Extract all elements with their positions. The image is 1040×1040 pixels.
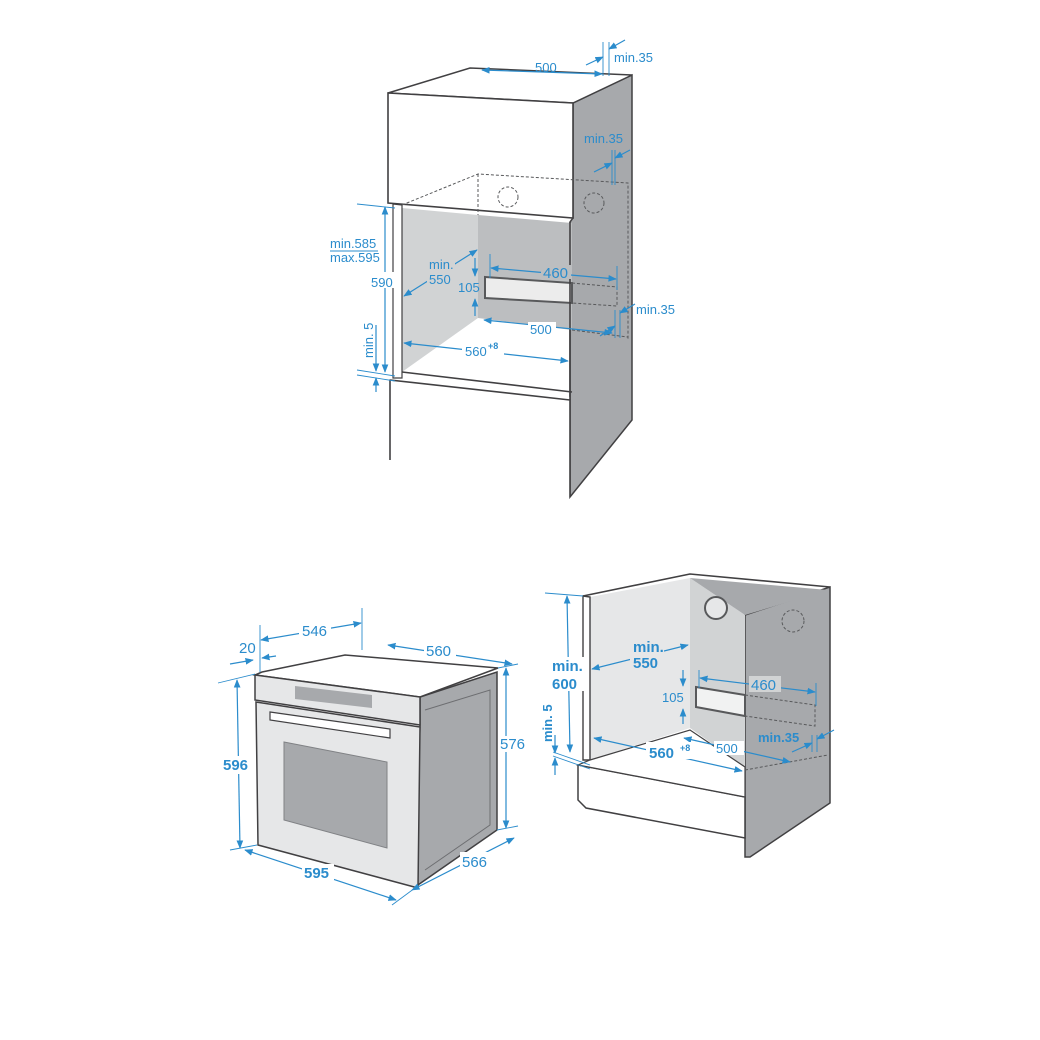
oven-display bbox=[295, 686, 372, 708]
top-gap-label: min.35 bbox=[614, 50, 653, 65]
column-installation-diagram: 500 min.35 min.35 min.585 max.595 590 mi… bbox=[330, 39, 675, 500]
depth-min-label: min. bbox=[633, 639, 664, 656]
label-bg bbox=[427, 256, 455, 286]
niche-width-label: 560 bbox=[465, 344, 487, 359]
vent-hole-icon bbox=[497, 186, 519, 208]
vent-hole-icon bbox=[704, 596, 728, 620]
top-depth-label: 500 bbox=[535, 60, 557, 75]
rear-gap-label: min.35 bbox=[758, 730, 799, 745]
width-label: 595 bbox=[304, 865, 329, 882]
dim-line-side-gap bbox=[599, 325, 616, 337]
depth-min-value: 550 bbox=[633, 655, 658, 672]
niche-height-max-label: max.595 bbox=[330, 250, 380, 265]
height-min-label: min. bbox=[552, 658, 583, 675]
height-min-value: 600 bbox=[552, 676, 577, 693]
vent-width-label: 460 bbox=[543, 265, 568, 282]
dim-line-top-depth bbox=[481, 66, 603, 78]
oven-dimensions-diagram: 546 20 560 596 576 595 566 bbox=[217, 608, 528, 906]
niche-width-label: 560 bbox=[649, 745, 674, 762]
ext-line bbox=[496, 825, 519, 831]
cabinet-right-side bbox=[744, 585, 831, 858]
total-depth-label: 566 bbox=[462, 854, 487, 871]
oven-window bbox=[283, 741, 388, 849]
floor-depth-label: 500 bbox=[530, 322, 552, 337]
dim-line-rear-gap bbox=[593, 162, 613, 173]
dim-line-rear-gap bbox=[791, 742, 813, 753]
label-bg bbox=[646, 742, 694, 759]
label-bg bbox=[550, 657, 584, 691]
undercounter-installation-diagram: min. 600 min. 5 min. 550 460 105 500 min… bbox=[540, 573, 835, 858]
niche-height-min-label: min.585 bbox=[330, 236, 376, 251]
vent-hole-icon bbox=[781, 609, 805, 633]
bottom-gap-label: min. 5 bbox=[540, 704, 555, 742]
facia-depth-label: 20 bbox=[239, 640, 256, 657]
label-bg bbox=[528, 322, 556, 336]
niche-width-tolerance: +8 bbox=[488, 341, 498, 351]
ext-line bbox=[552, 751, 591, 766]
label-bg bbox=[541, 265, 571, 279]
cabinet-back-wall bbox=[690, 578, 745, 767]
vent-slot-hidden bbox=[571, 282, 618, 307]
ext-line bbox=[544, 592, 584, 597]
label-bg bbox=[370, 272, 394, 288]
label-bg bbox=[749, 676, 781, 692]
label-bg bbox=[462, 341, 504, 358]
niche-left-panel bbox=[392, 203, 403, 379]
label-bg bbox=[498, 736, 528, 752]
label-bg bbox=[424, 644, 456, 660]
dim-line-facia bbox=[229, 657, 254, 665]
lower-cabinet-outline bbox=[389, 379, 571, 497]
cabinet-back-wall-right bbox=[690, 578, 828, 615]
vent-slot-hidden bbox=[744, 694, 816, 727]
ext-line bbox=[356, 203, 396, 209]
niche-height-label: 590 bbox=[371, 275, 393, 290]
oven-box-hidden-floor bbox=[571, 329, 629, 338]
label-bg bbox=[299, 622, 331, 638]
oven-handle bbox=[269, 711, 391, 739]
vent-height-label: 105 bbox=[662, 690, 684, 705]
ext-line bbox=[391, 887, 416, 906]
label-bg bbox=[460, 852, 492, 868]
body-width-label: 560 bbox=[426, 643, 451, 660]
vent-hole-icon bbox=[583, 192, 605, 214]
ext-line bbox=[356, 369, 396, 377]
height-label: 596 bbox=[223, 757, 248, 774]
niche-width-tolerance: +8 bbox=[680, 743, 690, 753]
bottom-gap-label: min. 5 bbox=[361, 323, 376, 358]
oven-box-hidden-top bbox=[401, 173, 629, 340]
niche-floor-edge bbox=[401, 371, 573, 393]
label-bg bbox=[222, 756, 252, 774]
depth-min-label: min. bbox=[429, 257, 454, 272]
cabinet-top-edge bbox=[582, 573, 831, 597]
depth-min-value: 550 bbox=[429, 272, 451, 287]
ext-line bbox=[217, 673, 256, 684]
ext-line bbox=[229, 844, 258, 851]
vent-width-label-text: 460 bbox=[751, 677, 776, 694]
lower-cabinet-front bbox=[390, 380, 570, 497]
ext-line bbox=[552, 755, 591, 770]
dim-line-rear-gap bbox=[816, 729, 835, 740]
cabinet-left-panel bbox=[582, 595, 591, 761]
dim-line-top-gap bbox=[585, 56, 604, 66]
dim-line-top-gap bbox=[608, 39, 626, 50]
body-depth-label: 546 bbox=[302, 623, 327, 640]
side-gap-label: min.35 bbox=[636, 302, 675, 317]
floor-depth-label: 500 bbox=[716, 741, 738, 756]
label-bg bbox=[630, 638, 664, 670]
upper-cabinet-front bbox=[387, 92, 574, 219]
label-bg bbox=[302, 864, 334, 880]
vent-height-label: 105 bbox=[458, 280, 480, 295]
dim-line-rear-gap bbox=[614, 149, 631, 159]
dim-line-side-gap bbox=[619, 303, 636, 314]
ext-line bbox=[497, 663, 519, 669]
body-height-label: 576 bbox=[500, 736, 525, 753]
rear-gap-label: min.35 bbox=[584, 131, 623, 146]
dim-line-facia bbox=[261, 653, 277, 661]
